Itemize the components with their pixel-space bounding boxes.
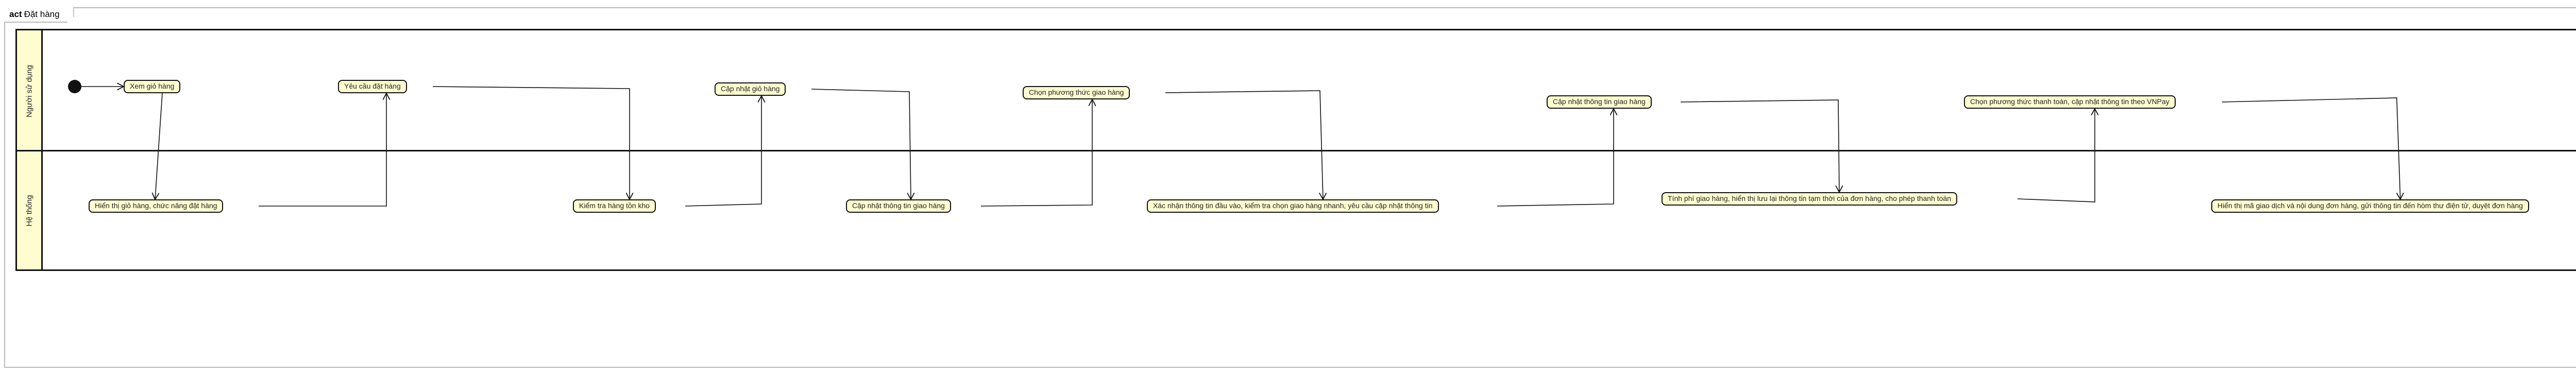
action-choose-payment-method[interactable]: Chọn phương thức thanh toán, cập nhật th… — [1964, 95, 2176, 109]
action-update-cart[interactable]: Cập nhật giỏ hàng — [715, 82, 786, 96]
action-validate-input[interactable]: Xác nhận thông tin đầu vào, kiểm tra chọ… — [1147, 199, 1439, 213]
flow-request-order-to-check-inventory — [432, 86, 630, 199]
flow-choose-payment-to-show-transaction — [2222, 97, 2400, 199]
action-choose-shipping-method[interactable]: Chọn phương thức giao hàng — [1023, 86, 1130, 99]
action-calculate-shipping-fee[interactable]: Tính phí giao hàng, hiển thị lưu lại thô… — [1662, 192, 1958, 206]
flow-choose-method-to-validate — [1165, 90, 1323, 199]
flow-validate-to-update-shipping-2 — [1497, 109, 1614, 207]
action-check-inventory[interactable]: Kiểm tra hàng tồn kho — [573, 199, 656, 213]
lane-header-system: Hệ thống — [17, 151, 43, 269]
swimlane-pool: Người sử dụng Hệ thống — [15, 29, 2576, 271]
flow-show-cart-to-request-order — [259, 93, 386, 207]
activity-frame — [4, 7, 2576, 368]
action-request-order[interactable]: Yêu cầu đặt hàng — [338, 80, 407, 93]
action-update-shipping-info[interactable]: Cập nhật thông tin giao hàng — [846, 199, 951, 213]
action-update-shipping-info-2[interactable]: Cập nhật thông tin giao hàng — [1547, 95, 1652, 109]
flow-check-inventory-to-update-cart — [685, 96, 761, 207]
flow-update-shipping-to-choose-method — [980, 99, 1092, 207]
action-view-cart[interactable]: Xem giỏ hàng — [124, 80, 181, 93]
lane-divider — [17, 150, 2576, 151]
lane-header-user: Người sử dụng — [17, 30, 43, 151]
flow-calculate-fee-to-choose-payment — [2017, 109, 2095, 202]
flow-update-shipping-2-to-calculate-fee — [1680, 99, 1839, 192]
flow-view-cart-to-show-cart — [155, 93, 163, 199]
initial-node — [68, 80, 81, 93]
action-show-transaction[interactable]: Hiển thị mã giao dịch và nội dung đơn hà… — [2211, 199, 2529, 213]
frame-title: Đặt hàng — [24, 9, 60, 19]
frame-keyword: act — [9, 9, 22, 19]
flow-update-cart-to-update-shipping — [811, 89, 911, 199]
action-show-cart[interactable]: Hiển thị giỏ hàng, chức năng đặt hàng — [89, 199, 224, 213]
